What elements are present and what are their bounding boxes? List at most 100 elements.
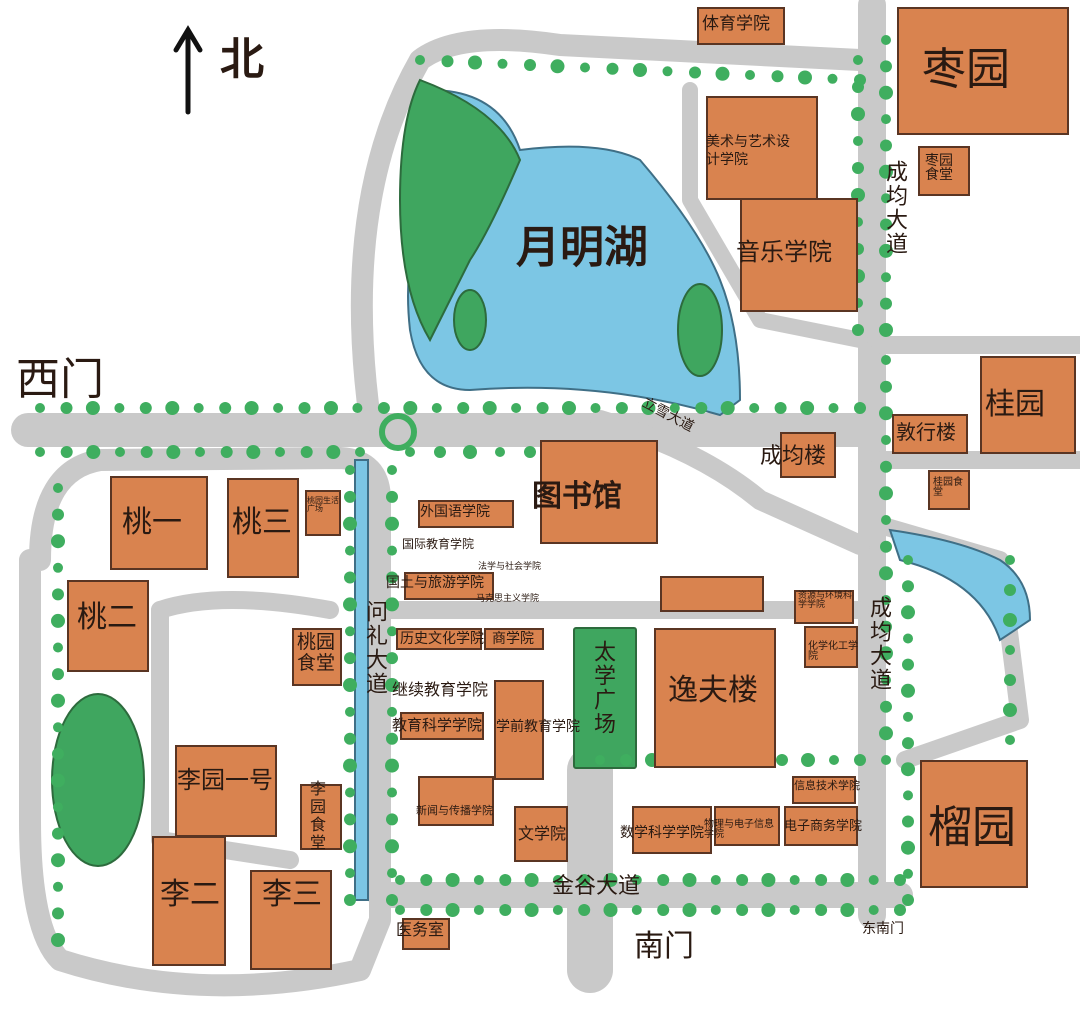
tao1-dorm[interactable] [110,476,208,570]
tree-dot [879,486,893,501]
lake-forest-west [398,78,522,343]
chem-label: 化学化工学院 [808,641,858,662]
sports-building[interactable] [697,7,785,45]
lab-building-top[interactable] [660,576,764,612]
tree-dot [345,868,355,879]
south-gate-label[interactable]: 南门 [634,929,694,964]
tao2-dorm[interactable] [67,580,149,672]
tree-dot [902,815,914,828]
clinic-building[interactable] [402,918,450,950]
tree-dot [879,323,893,337]
guiyuan-dorm[interactable] [980,356,1076,454]
liuyuan-dorm[interactable] [920,760,1028,888]
li3-dorm[interactable] [250,870,332,970]
tree-dot [578,904,591,916]
math-building[interactable] [632,806,712,854]
guiyuan-canteen[interactable] [928,470,970,510]
tree-dot [1005,735,1015,745]
land-tourism-building[interactable] [404,572,494,600]
li2-dorm[interactable] [152,836,226,966]
tree-dot [343,758,357,773]
tree-dot [298,402,311,414]
green-areas [51,78,723,867]
tree-dot [880,380,892,393]
tree-dot [641,401,656,415]
tree-dot [473,875,484,885]
literature-building[interactable] [514,806,568,862]
tree-dot [524,873,539,887]
tree-dot [344,732,356,745]
tree-dot [140,446,153,458]
taixue-square-label[interactable]: 太学广场 [590,640,615,736]
library-building[interactable] [540,440,658,544]
history-label: 历史文化学院 [400,631,484,647]
tree-dot [345,545,355,556]
ecommerce-building[interactable] [784,806,858,846]
tree-dot [386,813,398,826]
foreign-language-building[interactable] [418,500,514,528]
tree-dot [115,447,125,457]
tree-dot [851,107,865,121]
tree-dot [662,66,673,77]
tree-dot [1003,613,1017,627]
info-tech-building[interactable] [792,776,856,804]
preschool-building[interactable] [494,680,544,780]
taoyuan-plaza[interactable] [305,490,341,536]
tree-dot [385,516,399,531]
geo-env-building[interactable] [794,590,854,624]
wenli-canal [354,459,369,901]
tree-dot [219,402,232,414]
yifu-lou[interactable] [654,628,776,768]
marxism-label: 马克思主义学院 [476,594,540,604]
tree-dot [550,59,565,74]
tree-dot [355,447,365,457]
tree-dot [761,873,776,887]
tree-dot [580,62,590,73]
tree-dot [246,445,261,459]
tree-dot [344,571,356,584]
liyuan-canteen-label: 李园食堂 [307,780,326,852]
tree-dot [881,755,891,765]
zaoyuan-dorm[interactable] [897,7,1069,135]
tree-dot [52,747,64,760]
taoyuan-canteen[interactable] [292,628,342,686]
dunxing-lou[interactable] [892,414,968,454]
tree-dot [275,447,285,457]
zaoyuan-canteen[interactable] [918,146,970,196]
west-gate-label[interactable]: 西门 [16,354,104,405]
education-label: 教育科学学院 [392,716,483,734]
business-building[interactable] [484,628,544,650]
southeast-gate-label[interactable]: 东南门 [862,921,904,937]
inner-road-2 [151,591,339,619]
tree-dot [53,483,63,493]
tree-dot [403,401,418,415]
tree-dot [606,62,619,75]
history-building[interactable] [396,628,482,650]
tree-dot [801,753,815,767]
tree-dot [193,403,204,413]
tree-dot [387,706,397,717]
tree-dot [386,490,398,503]
tao3-dorm[interactable] [227,478,299,578]
music-building[interactable] [740,198,858,312]
tree-dot [789,875,800,885]
guiyuan-label: 桂园 [985,387,1045,422]
tree-dot [761,903,776,917]
tree-dot [53,722,63,733]
tree-dot [1003,703,1017,717]
ring-road [19,447,391,997]
tree-dot [343,678,357,692]
liyuan-canteen[interactable] [300,784,342,850]
tree-dot [345,626,355,637]
yueming-lake-label[interactable]: 月明湖 [516,222,648,273]
chem-building[interactable] [804,626,858,668]
jingu-road-label: 金谷大道 [552,874,641,899]
tree-dot [552,875,563,885]
media-building[interactable] [418,776,494,826]
physics-building[interactable] [714,806,780,846]
tree-dot [840,873,855,887]
chengjun-lou[interactable] [780,432,836,478]
liyuan-1-dorm[interactable] [175,745,277,837]
fine-arts-building[interactable] [706,96,818,200]
education-building[interactable] [400,712,484,740]
